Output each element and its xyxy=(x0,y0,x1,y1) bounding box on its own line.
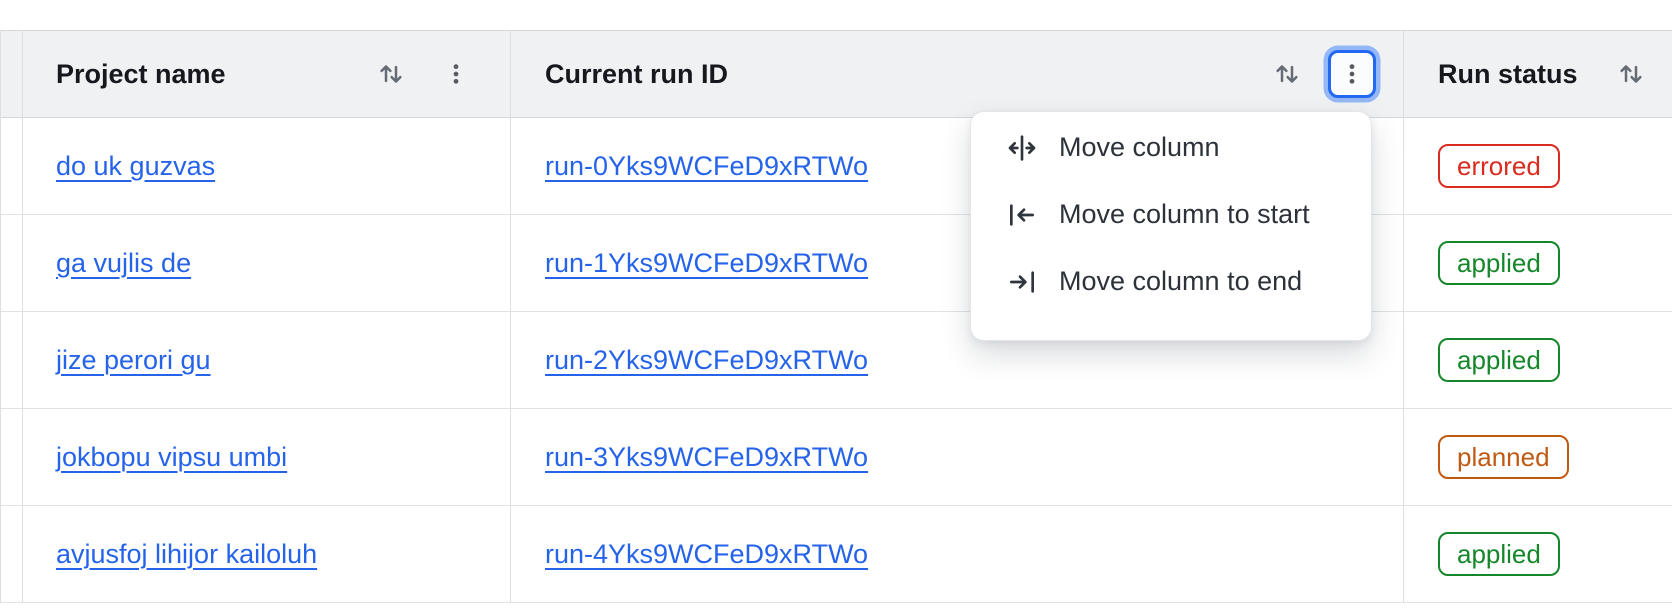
sort-arrows-icon xyxy=(380,65,402,83)
column-header-current-run-id: Current run ID xyxy=(511,31,1404,117)
column-label: Run status xyxy=(1438,58,1578,89)
project-link[interactable]: ga vujlis de xyxy=(56,247,192,278)
status-badge: applied xyxy=(1438,337,1560,383)
status-badge: planned xyxy=(1438,434,1569,480)
move-column-start-icon xyxy=(1010,203,1034,226)
sort-column-button[interactable] xyxy=(376,59,406,89)
column-options-menu: Move column Move column to start Move co… xyxy=(970,111,1372,341)
column-label: Project name xyxy=(56,58,226,89)
move-column-end-icon xyxy=(1010,270,1034,293)
column-label: Current run ID xyxy=(545,58,729,89)
run-id-link[interactable]: run-4Yks9WCFeD9xRTWo xyxy=(545,538,869,569)
menu-item-move-column-to-start[interactable]: Move column to start xyxy=(971,181,1371,248)
project-link[interactable]: jokbopu vipsu umbi xyxy=(56,441,288,472)
run-id-link[interactable]: run-2Yks9WCFeD9xRTWo xyxy=(545,344,869,375)
row-gutter-cell xyxy=(1,506,23,602)
status-badge: applied xyxy=(1438,240,1560,286)
table-row: jokbopu vipsu umbi run-3Yks9WCFeD9xRTWo … xyxy=(1,409,1672,506)
column-menu-button-active[interactable] xyxy=(1328,50,1376,98)
row-gutter-cell xyxy=(1,409,23,505)
status-badge: errored xyxy=(1438,143,1560,189)
table-header-row: Project name Curre xyxy=(1,30,1672,118)
run-id-link[interactable]: run-0Yks9WCFeD9xRTWo xyxy=(545,150,869,181)
sort-column-button[interactable] xyxy=(1272,59,1302,89)
menu-item-move-column[interactable]: Move column xyxy=(971,114,1371,181)
row-gutter-cell xyxy=(1,215,23,311)
status-badge: applied xyxy=(1438,531,1560,577)
project-link[interactable]: jize perori gu xyxy=(56,344,211,375)
kebab-icon xyxy=(453,64,459,84)
project-link[interactable]: avjusfoj lihijor kailoluh xyxy=(56,538,318,569)
row-gutter-cell xyxy=(1,118,23,214)
table-row: jize perori gu run-2Yks9WCFeD9xRTWo appl… xyxy=(1,312,1672,409)
kebab-icon xyxy=(1349,64,1355,84)
menu-item-label: Move column xyxy=(1059,132,1220,162)
table-row: avjusfoj lihijor kailoluh run-4Yks9WCFeD… xyxy=(1,506,1672,603)
column-header-run-status: Run status xyxy=(1404,31,1672,117)
move-column-icon xyxy=(1008,134,1036,161)
sort-column-button[interactable] xyxy=(1616,59,1646,89)
menu-item-label: Move column to start xyxy=(1059,199,1310,229)
project-link[interactable]: do uk guzvas xyxy=(56,150,216,181)
sort-arrows-icon xyxy=(1620,65,1642,83)
run-id-link[interactable]: run-1Yks9WCFeD9xRTWo xyxy=(545,247,869,278)
table-row: do uk guzvas run-0Yks9WCFeD9xRTWo errore… xyxy=(1,118,1672,215)
run-id-link[interactable]: run-3Yks9WCFeD9xRTWo xyxy=(545,441,869,472)
projects-table: Project name Curre xyxy=(0,30,1672,603)
table-row: ga vujlis de run-1Yks9WCFeD9xRTWo applie… xyxy=(1,215,1672,312)
sort-arrows-icon xyxy=(1276,65,1298,83)
menu-item-label: Move column to end xyxy=(1059,266,1303,296)
column-header-project-name: Project name xyxy=(23,31,511,117)
menu-item-move-column-to-end[interactable]: Move column to end xyxy=(971,248,1371,315)
column-menu-button[interactable] xyxy=(432,50,480,98)
row-gutter-cell xyxy=(1,312,23,408)
header-gutter-cell xyxy=(1,31,23,117)
